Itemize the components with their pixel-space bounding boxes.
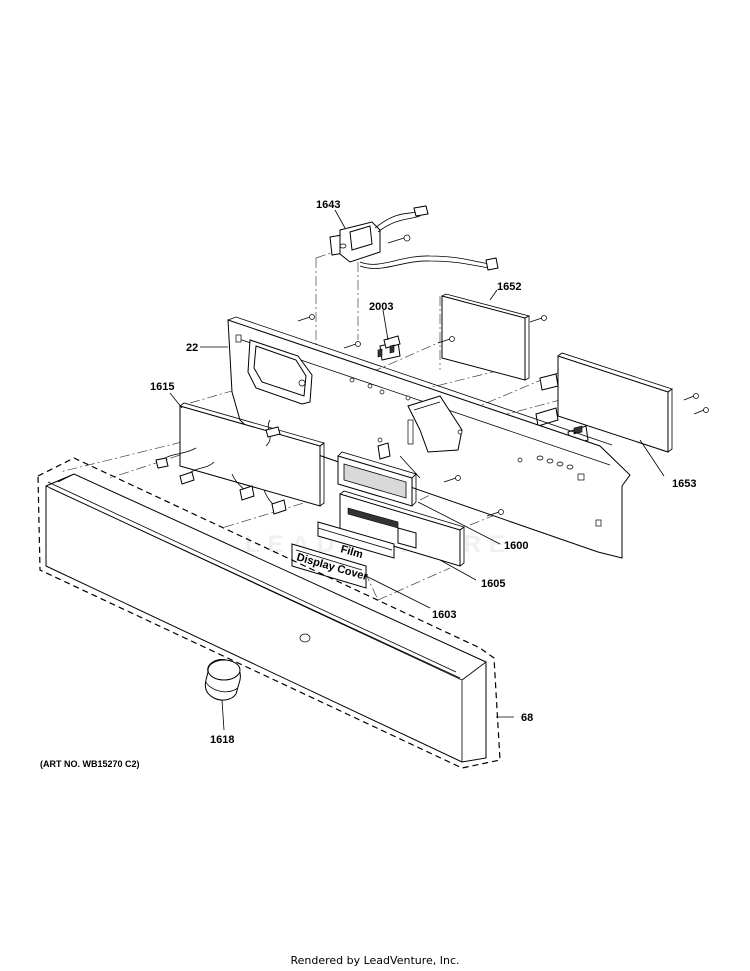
knob-part-1618[interactable] bbox=[204, 659, 241, 701]
leader-lines bbox=[169, 209, 665, 731]
board-part-1605[interactable] bbox=[339, 490, 465, 567]
callout-1652: 1652 bbox=[497, 281, 521, 293]
bracket-part-22[interactable] bbox=[227, 316, 631, 559]
callout-1605: 1605 bbox=[481, 578, 505, 590]
callout-1643: 1643 bbox=[316, 199, 340, 211]
callout-1615: 1615 bbox=[150, 381, 174, 393]
circuit-board-part-1615[interactable] bbox=[155, 402, 325, 515]
callout-1653: 1653 bbox=[672, 478, 696, 490]
footer-credit: Rendered by LeadVenture, Inc. bbox=[290, 954, 460, 967]
callout-22: 22 bbox=[186, 342, 198, 354]
callout-1603: 1603 bbox=[432, 609, 456, 621]
relay-part-2003[interactable] bbox=[377, 335, 401, 361]
callout-68: 68 bbox=[521, 712, 533, 724]
transformer-part-1643[interactable] bbox=[329, 205, 499, 271]
display-module-part-1600[interactable] bbox=[337, 442, 421, 507]
callout-2003: 2003 bbox=[369, 301, 393, 313]
callout-1618: 1618 bbox=[210, 734, 234, 746]
front-panel-part-68[interactable] bbox=[37, 457, 501, 769]
control-board-part-1653[interactable] bbox=[535, 352, 673, 471]
art-number: (ART NO. WB15270 C2) bbox=[40, 759, 140, 769]
control-board-part-1652[interactable] bbox=[441, 293, 531, 381]
callout-1600: 1600 bbox=[504, 540, 528, 552]
